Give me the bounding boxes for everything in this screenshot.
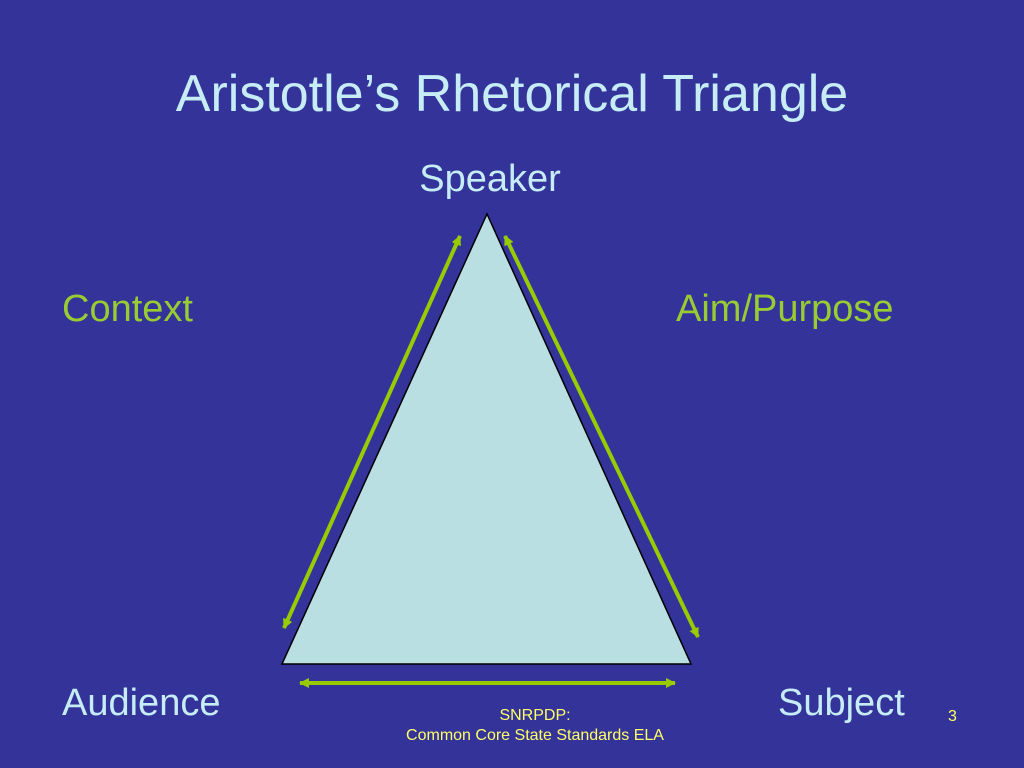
slide-footer: SNRPDP: Common Core State Standards ELA bbox=[300, 706, 770, 746]
page-number: 3 bbox=[948, 708, 957, 725]
audience-label: Audience bbox=[62, 682, 221, 724]
triangle-shape bbox=[280, 212, 693, 665]
context-label: Context bbox=[62, 288, 193, 330]
slide-title: Aristotle’s Rhetorical Triangle bbox=[175, 65, 849, 123]
aim-purpose-label: Aim/Purpose bbox=[676, 288, 894, 330]
subject-label: Subject bbox=[778, 682, 905, 724]
footer-line-1: SNRPDP: bbox=[499, 707, 571, 724]
aim-purpose-arrow-icon bbox=[503, 235, 700, 638]
footer-line-2: Common Core State Standards ELA bbox=[406, 727, 664, 744]
context-arrow-icon bbox=[282, 235, 462, 629]
speaker-label: Speaker bbox=[419, 158, 561, 200]
